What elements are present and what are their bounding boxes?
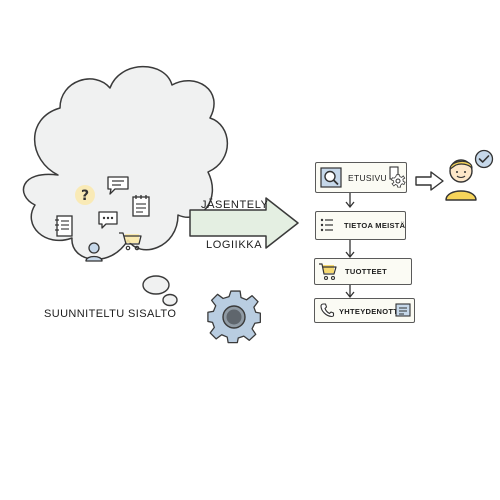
sitemap-page-yhteydenotto[interactable]: YHTEYDENOTTO — [314, 298, 415, 323]
sitemap-page-label: ETUSIVU — [348, 173, 387, 183]
sitemap-connectors — [300, 150, 420, 320]
question-icon: ? — [74, 184, 96, 206]
sitemap-page-etusivu[interactable]: ETUSIVU — [315, 162, 407, 193]
search-icon — [320, 167, 342, 188]
structuring-arrow — [188, 196, 303, 250]
list-icon — [320, 217, 334, 233]
cart-icon — [118, 230, 144, 252]
form-icon — [395, 303, 411, 317]
checkmark-icon — [474, 149, 494, 169]
notebook-icon — [54, 214, 74, 238]
cart-icon — [318, 262, 338, 281]
sitemap-page-label: YHTEYDENOTTO — [339, 307, 405, 316]
settings-gear-icon — [387, 166, 406, 189]
comment-icon — [97, 210, 119, 230]
sitemap-page-label: TUOTTEET — [345, 267, 387, 276]
chat-bubble-icon — [105, 174, 131, 196]
gear-icon — [206, 289, 262, 345]
arrow-top-label: JÄSENTELY — [201, 199, 269, 211]
sitemap-page-label: TIETOA MEISTÄ — [344, 221, 406, 230]
to-visitor-arrow — [415, 171, 445, 191]
svg-text:?: ? — [81, 188, 89, 204]
cloud-caption: SUUNNITELTU SISALTO — [44, 308, 177, 320]
person-icon — [441, 152, 481, 202]
user-icon — [84, 241, 104, 263]
arrow-bottom-label: LOGIIKKA — [206, 239, 263, 251]
sitemap-page-tuotteet[interactable]: TUOTTEET — [314, 258, 412, 285]
sitemap-page-tietoa-meista[interactable]: TIETOA MEISTÄ — [315, 211, 406, 240]
document-icon — [131, 194, 151, 218]
phone-icon — [320, 303, 335, 318]
